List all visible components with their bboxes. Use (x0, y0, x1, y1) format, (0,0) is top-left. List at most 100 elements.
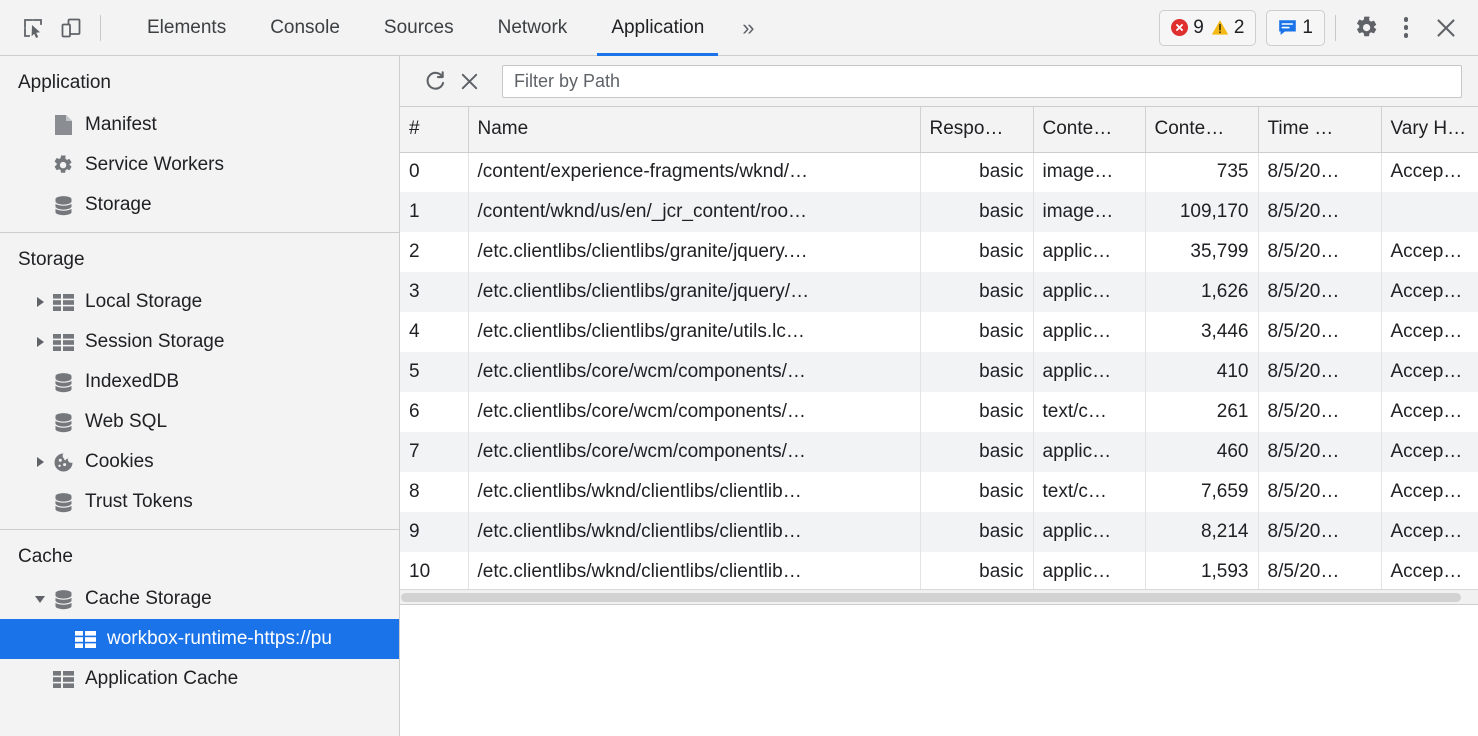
kebab-dots (1404, 17, 1409, 38)
collapse-arrow-icon[interactable] (30, 596, 50, 603)
column-header-response-type[interactable]: Respo… (920, 107, 1033, 152)
sidebar-item-indexeddb[interactable]: IndexedDB (0, 362, 399, 402)
table-row[interactable]: 5 /etc.clientlibs/core/wcm/components/… … (400, 352, 1478, 392)
tab-elements-label: Elements (147, 17, 226, 39)
sidebar-item-application-cache[interactable]: Application Cache (0, 659, 399, 699)
cell-index: 7 (400, 432, 468, 472)
sidebar-item-storage[interactable]: Storage (0, 185, 399, 225)
tab-elements[interactable]: Elements (125, 0, 248, 56)
cell-content-length: 7,659 (1145, 472, 1258, 512)
sidebar-item-label: Session Storage (85, 331, 224, 353)
cell-response-type: basic (920, 352, 1033, 392)
cell-index: 5 (400, 352, 468, 392)
table-row[interactable]: 1 /content/wknd/us/en/_jcr_content/roo… … (400, 192, 1478, 232)
issues-counter-button[interactable]: 9 2 (1159, 10, 1256, 46)
warning-counter: 2 (1211, 18, 1245, 37)
cell-response-type: basic (920, 392, 1033, 432)
sidebar-item-web-sql[interactable]: Web SQL (0, 402, 399, 442)
table-grid-icon (50, 671, 76, 688)
cell-content-length: 35,799 (1145, 232, 1258, 272)
sidebar-item-session-storage[interactable]: Session Storage (0, 322, 399, 362)
table-row[interactable]: 0 /content/experience-fragments/wknd/… b… (400, 152, 1478, 192)
tab-sources[interactable]: Sources (362, 0, 476, 56)
column-header-name[interactable]: Name (468, 107, 920, 152)
sidebar-item-label: Web SQL (85, 411, 167, 433)
cell-index: 8 (400, 472, 468, 512)
cell-name: /content/wknd/us/en/_jcr_content/roo… (468, 192, 920, 232)
cell-vary-header: Accep… (1381, 512, 1478, 552)
column-header-index[interactable]: # (400, 107, 468, 152)
filter-input[interactable] (502, 65, 1462, 98)
table-row[interactable]: 10 /etc.clientlibs/wknd/clientlibs/clien… (400, 552, 1478, 592)
column-header-content-type[interactable]: Conte… (1033, 107, 1145, 152)
sidebar-section-title-application: Application (0, 56, 399, 105)
sidebar-item-label: Trust Tokens (85, 491, 193, 513)
horizontal-scrollbar[interactable] (400, 589, 1478, 604)
expand-arrow-icon[interactable] (30, 337, 50, 347)
scrollbar-thumb[interactable] (401, 593, 1461, 602)
cell-content-type: applic… (1033, 552, 1145, 592)
cell-vary-header: Accep… (1381, 152, 1478, 192)
tab-console[interactable]: Console (248, 0, 362, 56)
refresh-icon[interactable] (418, 64, 452, 98)
column-header-time-cached[interactable]: Time … (1258, 107, 1381, 152)
cell-content-type: applic… (1033, 432, 1145, 472)
table-row[interactable]: 8 /etc.clientlibs/wknd/clientlibs/client… (400, 472, 1478, 512)
table-row[interactable]: 4 /etc.clientlibs/clientlibs/granite/uti… (400, 312, 1478, 352)
more-tabs-icon[interactable]: » (726, 0, 770, 56)
cell-response-type: basic (920, 272, 1033, 312)
sidebar-item-workbox-runtime-cache[interactable]: workbox-runtime-https://pu (0, 619, 399, 659)
cell-response-type: basic (920, 152, 1033, 192)
tab-network[interactable]: Network (476, 0, 590, 56)
cache-storage-panel: # Name Respo… Conte… Conte… Time … Vary … (400, 56, 1478, 736)
toolbar-right-group: 9 2 1 (1159, 8, 1466, 48)
sidebar-section-title-storage: Storage (0, 233, 399, 282)
cell-content-type: image… (1033, 192, 1145, 232)
cache-entries-table-container[interactable]: # Name Respo… Conte… Conte… Time … Vary … (400, 107, 1478, 604)
table-row[interactable]: 3 /etc.clientlibs/clientlibs/granite/jqu… (400, 272, 1478, 312)
table-row[interactable]: 9 /etc.clientlibs/wknd/clientlibs/client… (400, 512, 1478, 552)
cell-time-cached: 8/5/20… (1258, 192, 1381, 232)
sidebar-item-cache-storage[interactable]: Cache Storage (0, 579, 399, 619)
cell-time-cached: 8/5/20… (1258, 312, 1381, 352)
sidebar-item-label: Cache Storage (85, 588, 212, 610)
application-sidebar[interactable]: Application Manifest (0, 56, 400, 736)
table-row[interactable]: 6 /etc.clientlibs/core/wcm/components/… … (400, 392, 1478, 432)
devtools-panel-tabs: Elements Console Sources Network Applica… (125, 0, 771, 56)
cell-index: 1 (400, 192, 468, 232)
sidebar-item-label: workbox-runtime-https://pu (107, 628, 332, 650)
sidebar-item-cookies[interactable]: Cookies (0, 442, 399, 482)
close-icon[interactable] (1426, 8, 1466, 48)
cell-vary-header: Accep… (1381, 392, 1478, 432)
cell-time-cached: 8/5/20… (1258, 272, 1381, 312)
tab-application[interactable]: Application (589, 0, 726, 56)
delete-selected-icon[interactable] (452, 64, 486, 98)
sidebar-section-title-cache: Cache (0, 530, 399, 579)
kebab-menu-icon[interactable] (1386, 8, 1426, 48)
expand-arrow-icon[interactable] (30, 297, 50, 307)
column-header-content-length[interactable]: Conte… (1145, 107, 1258, 152)
expand-arrow-icon[interactable] (30, 457, 50, 467)
cell-vary-header: Accep… (1381, 352, 1478, 392)
cell-time-cached: 8/5/20… (1258, 432, 1381, 472)
table-row[interactable]: 2 /etc.clientlibs/clientlibs/granite/jqu… (400, 232, 1478, 272)
sidebar-item-trust-tokens[interactable]: Trust Tokens (0, 482, 399, 522)
inspect-element-icon[interactable] (14, 9, 52, 47)
cell-name: /etc.clientlibs/clientlibs/granite/jquer… (468, 232, 920, 272)
table-header-row: # Name Respo… Conte… Conte… Time … Vary … (400, 107, 1478, 152)
column-header-vary-header[interactable]: Vary H… (1381, 107, 1478, 152)
cell-content-length: 261 (1145, 392, 1258, 432)
sidebar-item-local-storage[interactable]: Local Storage (0, 282, 399, 322)
cell-name: /etc.clientlibs/clientlibs/granite/utils… (468, 312, 920, 352)
sidebar-item-service-workers[interactable]: Service Workers (0, 145, 399, 185)
sidebar-item-manifest[interactable]: Manifest (0, 105, 399, 145)
cell-time-cached: 8/5/20… (1258, 472, 1381, 512)
gear-icon[interactable] (1346, 8, 1386, 48)
cell-time-cached: 8/5/20… (1258, 352, 1381, 392)
messages-counter-button[interactable]: 1 (1266, 10, 1325, 46)
error-count: 9 (1193, 18, 1204, 37)
device-toolbar-icon[interactable] (52, 9, 90, 47)
cell-content-type: text/c… (1033, 392, 1145, 432)
table-row[interactable]: 7 /etc.clientlibs/core/wcm/components/… … (400, 432, 1478, 472)
